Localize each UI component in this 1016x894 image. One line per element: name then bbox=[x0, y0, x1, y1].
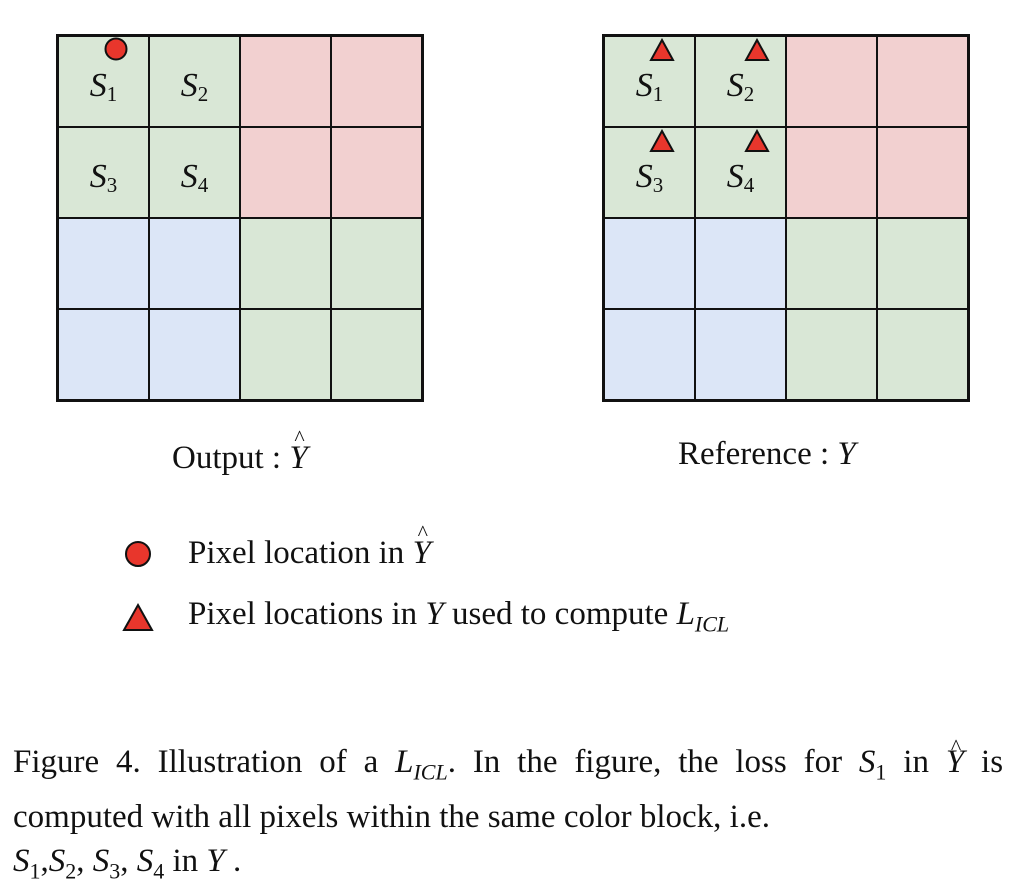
label-s2: S2 bbox=[180, 66, 209, 106]
triangle-marker-icon bbox=[649, 38, 675, 61]
output-cell bbox=[149, 309, 240, 400]
figure-caption: Figure 4. Illustration of a LICL. In the… bbox=[13, 725, 1003, 893]
output-cell bbox=[58, 309, 149, 400]
output-cell bbox=[331, 127, 422, 218]
circle-legend-icon bbox=[125, 540, 151, 567]
reference-caption: Reference : Y bbox=[678, 436, 856, 472]
label-s4: S4 bbox=[726, 157, 755, 197]
reference-cell bbox=[604, 309, 695, 400]
label-s1: S1 bbox=[635, 66, 664, 106]
reference-cell bbox=[695, 218, 786, 309]
reference-cell bbox=[786, 309, 877, 400]
reference-cell-s4: S4 bbox=[695, 127, 786, 218]
circle-marker-icon bbox=[104, 37, 128, 61]
reference-cell bbox=[786, 36, 877, 127]
reference-cell bbox=[604, 218, 695, 309]
output-cell-s3: S3 bbox=[58, 127, 149, 218]
output-cell bbox=[331, 36, 422, 127]
label-s1: S1 bbox=[89, 66, 118, 106]
legend-circle-row: Pixel location in Y bbox=[122, 520, 431, 572]
output-cell-s4: S4 bbox=[149, 127, 240, 218]
output-cell bbox=[331, 218, 422, 309]
legend-triangle-text: Pixel locations in Y used to compute LIC… bbox=[188, 596, 730, 637]
reference-cell bbox=[877, 36, 968, 127]
triangle-marker-icon bbox=[649, 129, 675, 152]
triangle-marker-icon bbox=[744, 129, 770, 152]
reference-cell-s2: S2 bbox=[695, 36, 786, 127]
output-cell bbox=[240, 127, 331, 218]
reference-cell bbox=[877, 127, 968, 218]
label-s3: S3 bbox=[89, 157, 118, 197]
output-cell bbox=[240, 36, 331, 127]
reference-cell bbox=[786, 218, 877, 309]
legend-circle-text: Pixel location in Y bbox=[188, 520, 431, 572]
output-cell bbox=[331, 309, 422, 400]
output-cell bbox=[58, 218, 149, 309]
triangle-legend-icon bbox=[122, 602, 154, 631]
reference-grid: S1 S2 S3 S4 bbox=[602, 34, 970, 402]
output-cell-s1: S1 bbox=[58, 36, 149, 127]
output-caption: Output : Y bbox=[172, 425, 308, 477]
label-s4: S4 bbox=[180, 157, 209, 197]
output-cell bbox=[240, 218, 331, 309]
reference-cell bbox=[695, 309, 786, 400]
label-s3: S3 bbox=[635, 157, 664, 197]
output-cell bbox=[149, 218, 240, 309]
triangle-marker-icon bbox=[744, 38, 770, 61]
reference-cell-s1: S1 bbox=[604, 36, 695, 127]
reference-cell-s3: S3 bbox=[604, 127, 695, 218]
output-cell bbox=[240, 309, 331, 400]
label-s2: S2 bbox=[726, 66, 755, 106]
reference-cell bbox=[786, 127, 877, 218]
reference-cell bbox=[877, 309, 968, 400]
output-grid: S1 S2 S3 S4 bbox=[56, 34, 424, 402]
legend-triangle-row: Pixel locations in Y used to compute LIC… bbox=[122, 596, 729, 638]
reference-cell bbox=[877, 218, 968, 309]
output-cell-s2: S2 bbox=[149, 36, 240, 127]
